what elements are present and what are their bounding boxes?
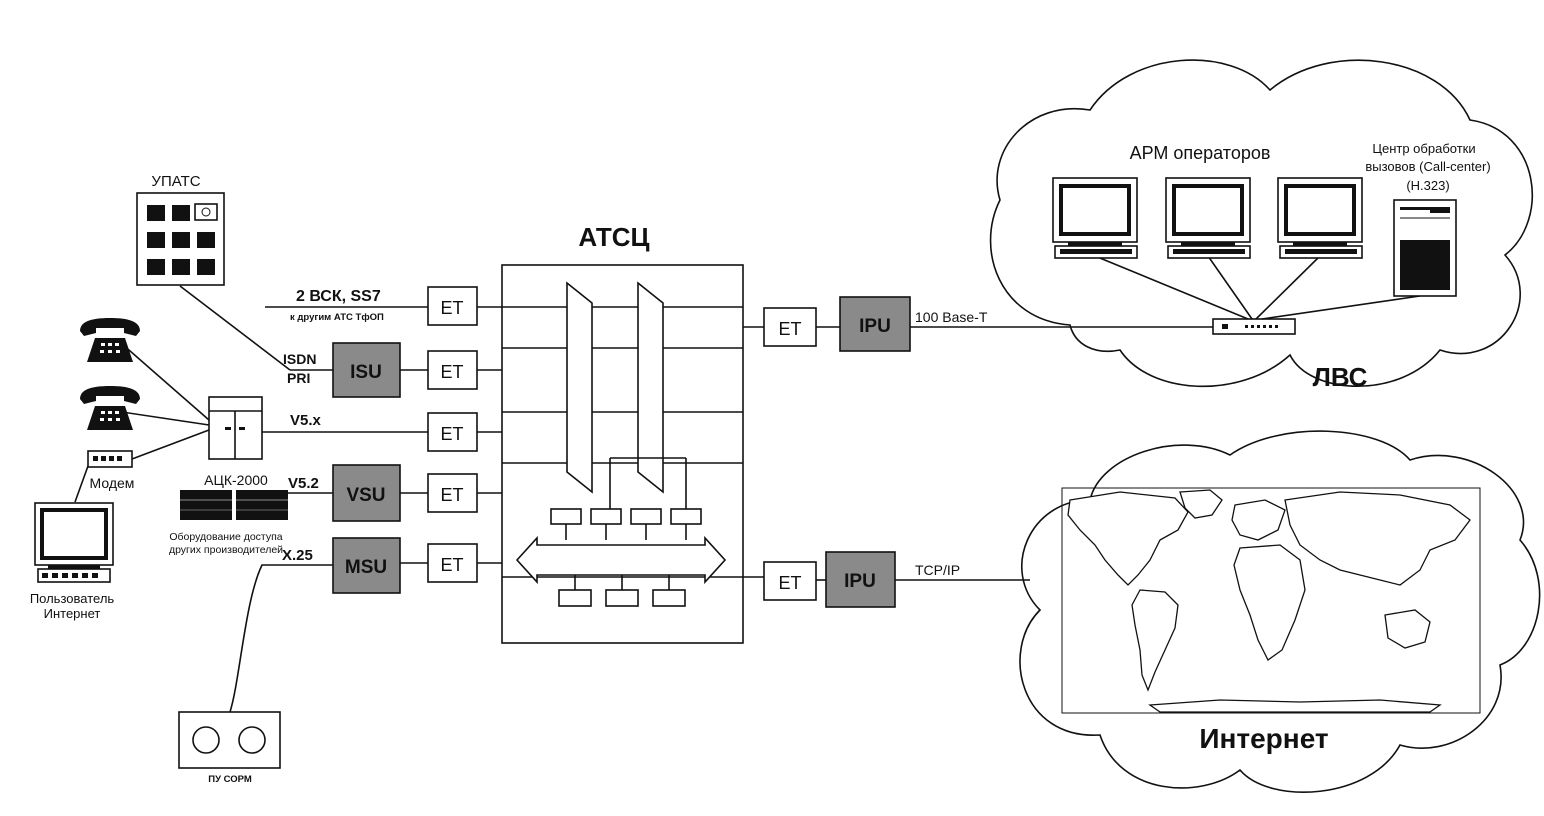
et-label-1: ET xyxy=(440,298,463,318)
et-box-5 xyxy=(427,543,478,583)
lvs-title: ЛВС xyxy=(1313,362,1368,392)
et-box-right-1 xyxy=(763,307,817,347)
africa xyxy=(1233,544,1306,661)
user-label-line1: Пользователь xyxy=(30,591,115,606)
equipment-label-line2: других производителей xyxy=(169,544,283,556)
vsu-unit xyxy=(332,464,401,522)
internet-cloud xyxy=(1019,430,1541,793)
access-cabinet xyxy=(208,396,263,460)
call-center-server-icon xyxy=(1393,199,1457,297)
pu-sorm-label: ПУ СОРМ xyxy=(208,774,252,785)
world-map xyxy=(1061,487,1481,714)
modem-label: Модем xyxy=(90,475,135,491)
msu-label: MSU xyxy=(345,557,387,578)
antarctica xyxy=(1148,699,1442,713)
tcpip-label: TCP/IP xyxy=(915,562,960,578)
module-7 xyxy=(652,589,686,607)
et-right-label-1: ET xyxy=(778,319,801,339)
modem-icon xyxy=(87,450,133,468)
lvs-cloud xyxy=(989,59,1534,388)
module-5 xyxy=(558,589,592,607)
module-6 xyxy=(605,589,639,607)
greenland xyxy=(1179,489,1223,519)
isdn-label: ISDN xyxy=(283,351,316,367)
internet-title: Интернет xyxy=(1199,723,1328,754)
et-box-1 xyxy=(427,286,478,326)
isu-label: ISU xyxy=(350,362,382,383)
et-label-4: ET xyxy=(440,485,463,505)
upats-label: УПАТС xyxy=(151,173,200,190)
pri-label: PRI xyxy=(287,370,310,386)
arm-label: АРМ операторов xyxy=(1130,143,1271,163)
ack2000-label: АЦК-2000 xyxy=(204,472,268,488)
internal-bus xyxy=(515,535,727,585)
atsc-title: АТСЦ xyxy=(578,222,649,252)
user-label-line2: Интернет xyxy=(44,606,101,621)
operator-workstation-3-icon xyxy=(1277,177,1363,259)
australia xyxy=(1384,609,1431,649)
v52-label: V5.2 xyxy=(288,475,319,492)
switch-plane-1 xyxy=(566,281,593,494)
x25-label: X.25 xyxy=(282,547,313,564)
module-3 xyxy=(630,508,662,525)
et-right-label-2: ET xyxy=(778,573,801,593)
ipu-unit-lower xyxy=(825,551,896,608)
ipu-lower-label: IPU xyxy=(844,571,876,592)
north-america xyxy=(1067,491,1189,586)
et-label-3: ET xyxy=(440,424,463,444)
callcenter-label-line3: (H.323) xyxy=(1406,178,1449,193)
et-label-2: ET xyxy=(440,362,463,382)
left-et-column: ET ET ET ET ET xyxy=(427,286,502,583)
et-box-right-2 xyxy=(763,561,817,601)
telephone-2-icon xyxy=(80,386,140,430)
base-t-label: 100 Base-T xyxy=(915,309,988,325)
et-label-5: ET xyxy=(440,555,463,575)
link-2vsk-label: 2 ВСК, SS7 xyxy=(296,288,381,305)
callcenter-label-line1: Центр обработки xyxy=(1372,141,1475,156)
operator-workstation-2-icon xyxy=(1165,177,1251,259)
south-america xyxy=(1131,589,1179,692)
msu-unit xyxy=(332,537,401,594)
switch-plane-2 xyxy=(637,281,664,494)
v5x-label: V5.x xyxy=(290,412,322,429)
europe xyxy=(1231,499,1286,541)
vsu-label: VSU xyxy=(346,485,385,506)
module-4 xyxy=(670,508,702,525)
equipment-label-line1: Оборудование доступа xyxy=(169,531,282,543)
callcenter-label-line2: вызовов (Call-center) xyxy=(1365,159,1490,174)
ipu-unit-upper xyxy=(839,296,911,352)
telephone-1-icon xyxy=(80,318,140,362)
asia xyxy=(1284,491,1471,586)
ipu-upper-label: IPU xyxy=(859,316,891,337)
et-box-4 xyxy=(427,473,478,513)
operator-workstation-1-icon xyxy=(1052,177,1138,259)
user-computer-icon xyxy=(34,502,114,583)
module-2 xyxy=(590,508,622,525)
module-1 xyxy=(550,508,582,525)
lan-switch-icon xyxy=(1212,318,1296,335)
link-2vsk-sublabel: к другим АТС ТфОП xyxy=(290,312,384,323)
map-frame xyxy=(1061,487,1481,714)
upats-pbx xyxy=(136,192,225,286)
other-vendor-equipment xyxy=(180,490,288,520)
pu-sorm-device xyxy=(178,711,281,769)
